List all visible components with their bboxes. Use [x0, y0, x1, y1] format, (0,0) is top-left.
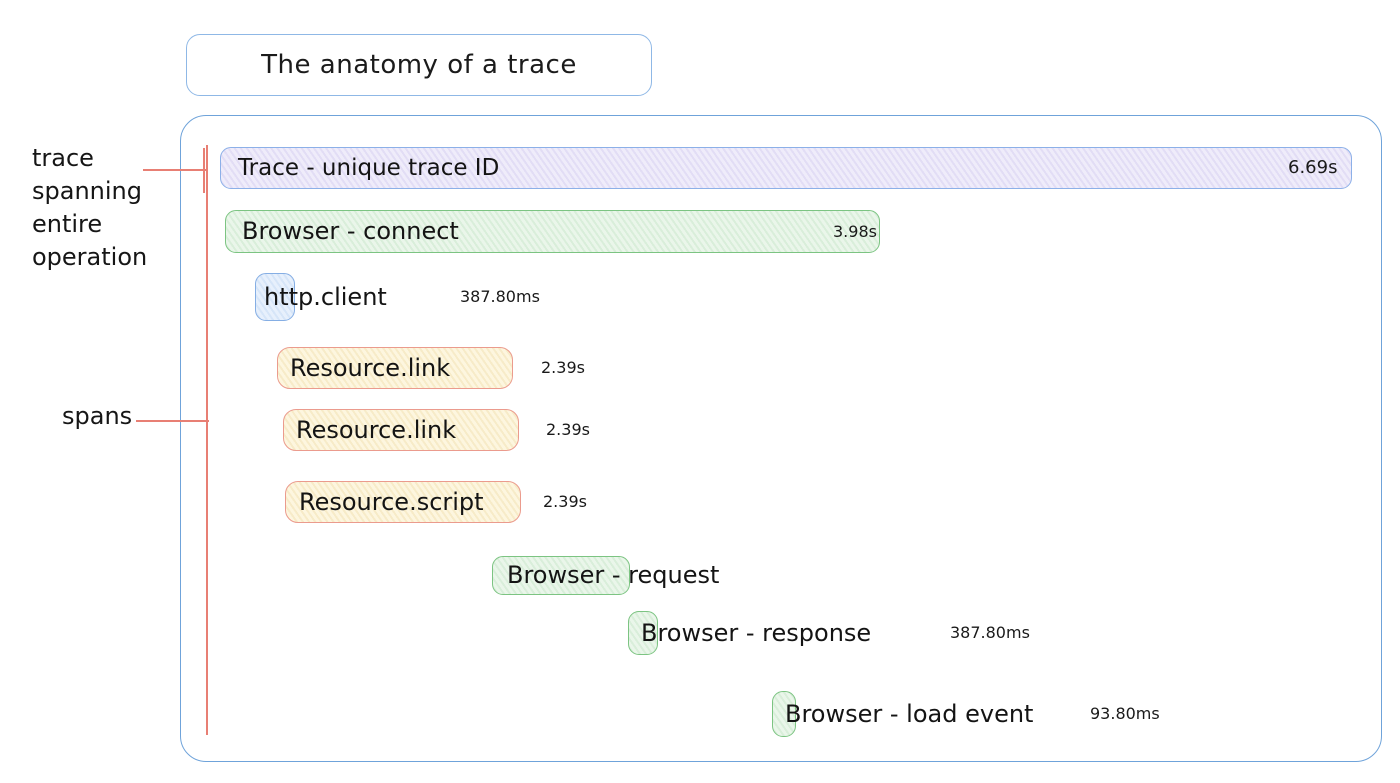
resource-link-span-bar: [283, 409, 519, 451]
trace-span-bar: [220, 147, 1352, 189]
trace-pointer-line: [143, 169, 206, 171]
diagram-title-box: The anatomy of a trace: [186, 34, 652, 96]
resource-link-span-bar: [277, 347, 513, 389]
trace-pointer-tick: [203, 148, 205, 193]
spans-annotation-label: spans: [62, 402, 133, 430]
http-client-span-bar: [255, 273, 295, 321]
browser-response-span-label: Browser - response: [641, 619, 872, 647]
trace-span-duration: 6.69s: [1288, 157, 1338, 178]
http-client-span-label: http.client: [264, 283, 387, 311]
trace-frame: [180, 115, 1382, 762]
trace-span-label: Trace - unique trace ID: [238, 155, 500, 181]
browser-connect-span-bar: [225, 210, 880, 253]
resource-script-span-duration: 2.39s: [543, 492, 587, 511]
resource-link-span-duration: 2.39s: [546, 420, 590, 439]
browser-connect-span-label: Browser - connect: [242, 217, 459, 245]
resource-script-span-label: Resource.script: [299, 488, 484, 516]
resource-script-span-bar: [285, 481, 521, 523]
browser-request-span-label: Browser - request: [507, 561, 720, 589]
diagram-title: The anatomy of a trace: [261, 50, 577, 80]
browser-load-event-span-label: Browser - load event: [785, 700, 1034, 728]
browser-response-span-bar: [628, 611, 658, 655]
resource-link-span-label: Resource.link: [296, 416, 457, 444]
browser-response-span-duration: 387.80ms: [950, 623, 1030, 642]
trace-annotation-label: trace spanning entire operation: [32, 144, 148, 271]
http-client-span-duration: 387.80ms: [460, 287, 540, 306]
resource-link-span-label: Resource.link: [290, 354, 451, 382]
browser-load-event-span-bar: [772, 691, 796, 737]
resource-link-span-duration: 2.39s: [541, 358, 585, 377]
browser-request-span-bar: [492, 556, 630, 595]
spans-pointer-line: [136, 420, 209, 422]
browser-connect-span-duration: 3.98s: [833, 222, 877, 241]
browser-load-event-span-duration: 93.80ms: [1090, 704, 1160, 723]
spans-bracket-line: [206, 145, 208, 735]
